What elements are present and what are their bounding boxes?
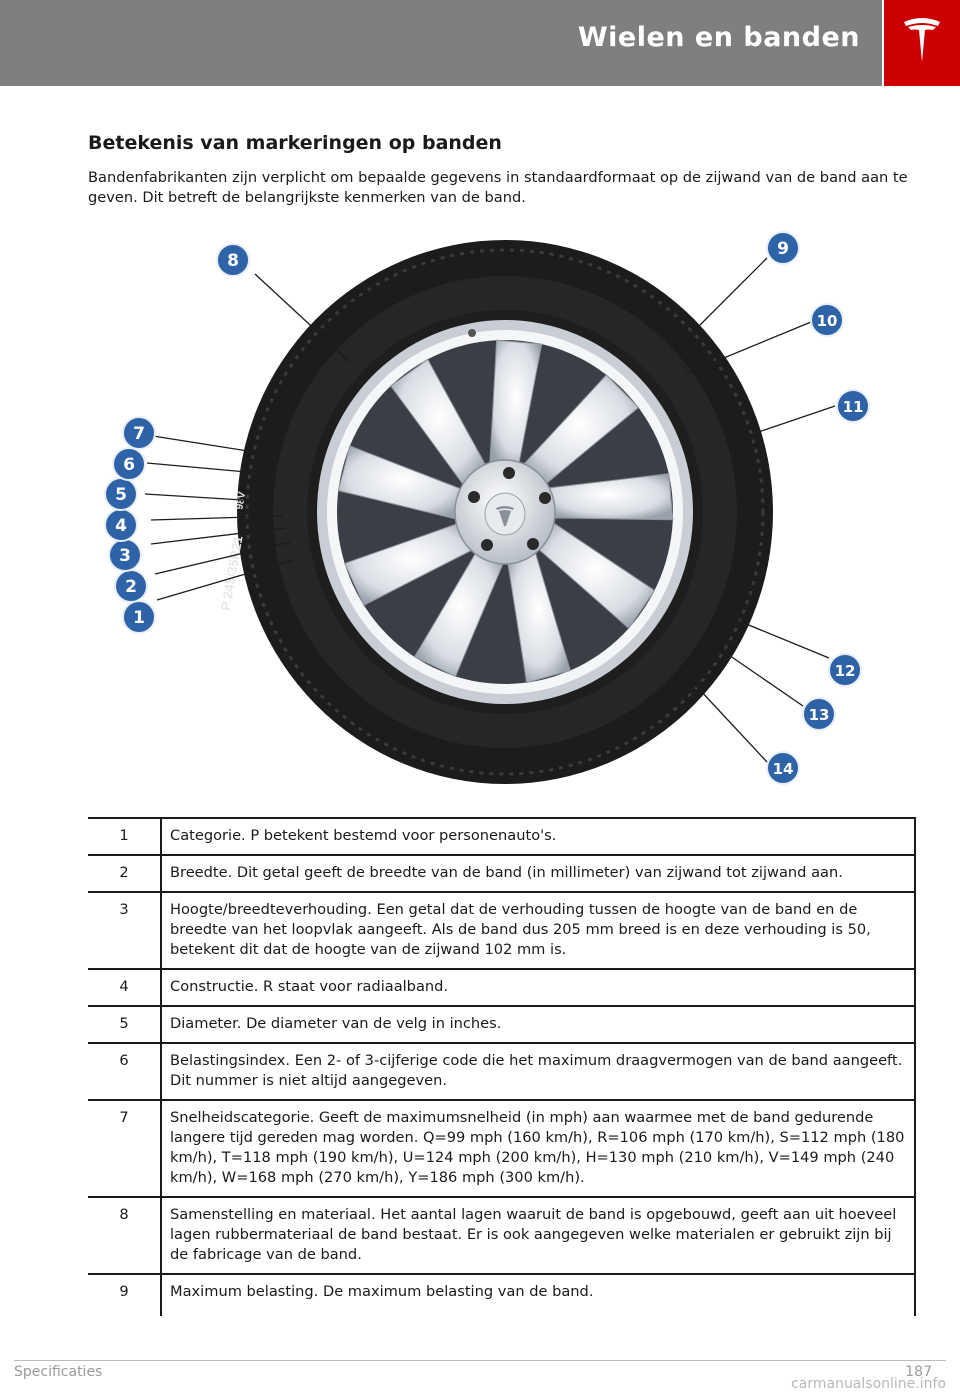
footer-page-number: 187 [905, 1364, 932, 1380]
row-description: Diameter. De diameter van de velg in inc… [160, 1005, 916, 1043]
callout-5: 5 [104, 477, 138, 511]
row-description: Maximum belasting. De maximum belasting … [160, 1273, 916, 1316]
row-number: 6 [88, 1042, 161, 1100]
callout-6: 6 [112, 447, 146, 481]
callout-label: 4 [115, 516, 127, 536]
section-title: Betekenis van markeringen op banden [88, 132, 502, 154]
callout-label: 8 [227, 251, 239, 271]
callout-label: 1 [133, 608, 145, 628]
row-number: 8 [88, 1196, 161, 1274]
callout-13: 13 [802, 697, 836, 731]
footer-watermark: carmanualsonline.info [791, 1376, 946, 1392]
callout-label: 7 [133, 424, 145, 444]
callout-8: 8 [216, 243, 250, 277]
callout-label: 13 [809, 706, 830, 724]
row-description: Constructie. R staat voor radiaalband. [160, 968, 916, 1006]
callout-4: 4 [104, 508, 138, 542]
tire-size-marking: P 245/35R21 [218, 535, 246, 612]
row-number: 5 [88, 1005, 161, 1043]
header-bar: Wielen en banden [0, 0, 882, 86]
callout-label: 10 [817, 312, 838, 330]
row-number: 2 [88, 854, 161, 892]
callout-leaders [144, 257, 836, 763]
row-number: 4 [88, 968, 161, 1006]
callout-12: 12 [828, 653, 862, 687]
callout-14: 14 [766, 751, 800, 785]
callout-label: 11 [843, 398, 864, 416]
footer-divider [14, 1360, 946, 1361]
callout-11: 11 [836, 389, 870, 423]
callout-1: 1 [122, 600, 156, 634]
callout-10: 10 [810, 303, 844, 337]
callout-label: 5 [115, 485, 127, 505]
callout-label: 9 [777, 239, 789, 259]
row-description: Samenstelling en materiaal. Het aantal l… [160, 1196, 916, 1274]
footer-section-name: Specificaties [14, 1364, 103, 1380]
callout-3: 3 [108, 538, 142, 572]
callout-2: 2 [114, 569, 148, 603]
row-number: 7 [88, 1099, 161, 1197]
row-number: 1 [88, 817, 161, 855]
load-speed-marking: 98V [234, 491, 248, 511]
callout-label: 12 [835, 662, 856, 680]
wheel-spokes [337, 339, 674, 684]
wheel-hub [454, 329, 556, 565]
row-number: 9 [88, 1273, 161, 1316]
row-description: Hoogte/breedteverhouding. Een getal dat … [160, 891, 916, 969]
callout-9: 9 [766, 231, 800, 265]
row-description: Belastingsindex. Een 2- of 3-cijferige c… [160, 1042, 916, 1100]
callout-label: 14 [773, 760, 794, 778]
hub-logo-icon [496, 506, 514, 526]
tesla-logo-icon [904, 18, 940, 62]
intro-paragraph: Bandenfabrikanten zijn verplicht om bepa… [88, 169, 908, 206]
brand-logo-box [884, 0, 960, 86]
callout-label: 3 [119, 546, 131, 566]
row-number: 3 [88, 891, 161, 969]
row-description: Breedte. Dit getal geeft de breedte van … [160, 854, 916, 892]
row-description: Categorie. P betekent bestemd voor perso… [160, 817, 916, 855]
page-header-title: Wielen en banden [577, 22, 860, 53]
callout-label: 6 [123, 455, 135, 475]
row-description: Snelheidscategorie. Geeft de maximumsnel… [160, 1099, 916, 1197]
callout-label: 2 [125, 577, 137, 597]
callout-7: 7 [122, 416, 156, 450]
